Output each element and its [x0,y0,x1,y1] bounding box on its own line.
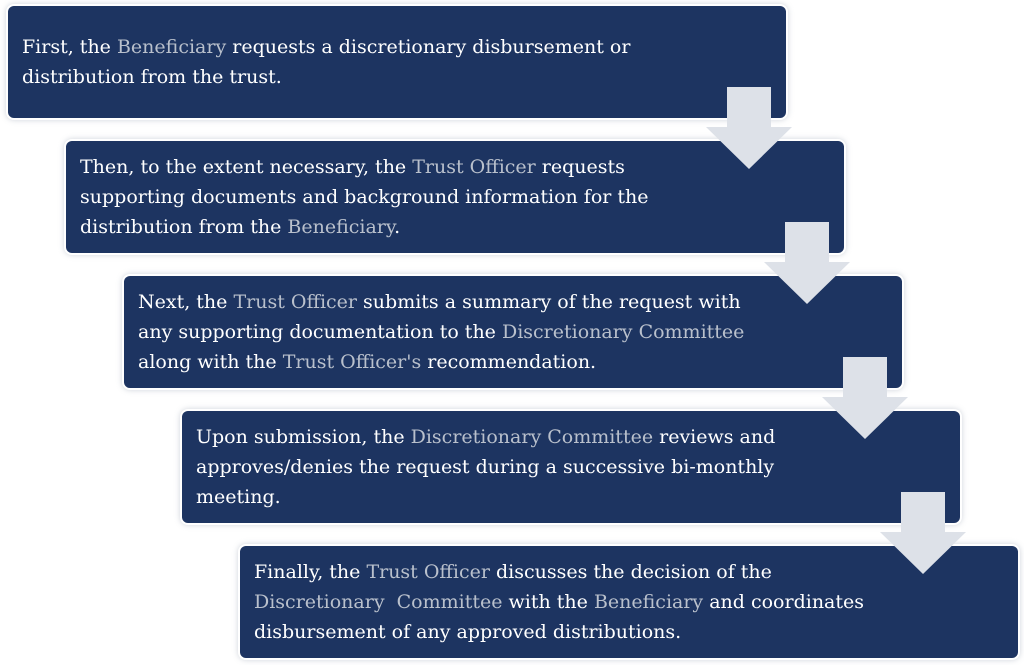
text-segment: with the [502,591,594,613]
text-segment: First, the [22,36,117,58]
text-segment: Finally, the [254,561,367,583]
text-segment: approves/denies the request during a suc… [196,456,775,478]
step-text-line: First, the Beneficiary requests a discre… [22,32,630,62]
step-text-line: Finally, the Trust Officer discusses the… [254,557,864,587]
step-2-box: Then, to the extent necessary, the Trust… [66,141,844,253]
text-segment: Next, the [138,291,234,313]
step-1-box: First, the Beneficiary requests a discre… [8,6,786,118]
text-segment: disbursement of any approved distributio… [254,621,682,643]
down-arrow-icon [822,357,908,439]
highlighted-term: Discretionary Committee [410,426,654,448]
highlighted-term: Discretionary Committee [254,591,503,613]
step-text-line: supporting documents and background info… [80,182,649,212]
step-text-line: distribution from the Beneficiary. [80,212,649,242]
text-segment: distribution from the [80,216,288,238]
text-segment: . [394,216,401,238]
text-segment: along with the [138,351,283,373]
highlighted-term: Trust Officer [366,561,490,583]
step-5-text: Finally, the Trust Officer discusses the… [254,557,864,647]
step-text-line: Upon submission, the Discretionary Commi… [196,422,775,452]
text-segment: and coordinates [703,591,865,613]
highlighted-term: Trust Officer [412,156,536,178]
text-segment: supporting documents and background info… [80,186,649,208]
highlighted-term: Beneficiary [116,36,227,58]
step-text-line: approves/denies the request during a suc… [196,452,775,482]
down-arrow-icon [880,492,966,574]
text-segment: reviews and [653,426,776,448]
text-segment: Upon submission, the [196,426,411,448]
step-text-line: along with the Trust Officer's recommend… [138,347,744,377]
text-segment: submits a summary of the request with [357,291,741,313]
step-3-text: Next, the Trust Officer submits a summar… [138,287,744,377]
step-4-box: Upon submission, the Discretionary Commi… [182,411,960,523]
step-text-line: Discretionary Committee with the Benefic… [254,587,864,617]
step-2-text: Then, to the extent necessary, the Trust… [80,152,649,242]
text-segment: requests a discretionary disbursement or [226,36,631,58]
step-text-line: distribution from the trust. [22,62,630,92]
highlighted-term: Trust Officer [233,291,358,313]
down-arrow-icon [764,222,850,304]
text-segment: Then, to the extent necessary, the [80,156,413,178]
text-segment: requests [535,156,625,178]
step-4-text: Upon submission, the Discretionary Commi… [196,422,775,512]
highlighted-term: Discretionary Committee [501,321,745,343]
step-text-line: Then, to the extent necessary, the Trust… [80,152,649,182]
step-text-line: meeting. [196,482,775,512]
step-text-line: disbursement of any approved distributio… [254,617,864,647]
text-segment: meeting. [196,486,281,508]
text-segment: recommendation. [421,351,597,373]
highlighted-term: Trust Officer's [282,351,422,373]
step-1-text: First, the Beneficiary requests a discre… [22,32,630,92]
step-text-line: Next, the Trust Officer submits a summar… [138,287,744,317]
step-3-box: Next, the Trust Officer submits a summar… [124,276,902,388]
step-text-line: any supporting documentation to the Disc… [138,317,744,347]
down-arrow-icon [706,87,792,169]
text-segment: any supporting documentation to the [138,321,502,343]
highlighted-term: Beneficiary [287,216,395,238]
highlighted-term: Beneficiary [593,591,704,613]
text-segment: distribution from the trust. [22,66,282,88]
text-segment: discusses the decision of the [489,561,772,583]
step-5-box: Finally, the Trust Officer discusses the… [240,546,1018,658]
